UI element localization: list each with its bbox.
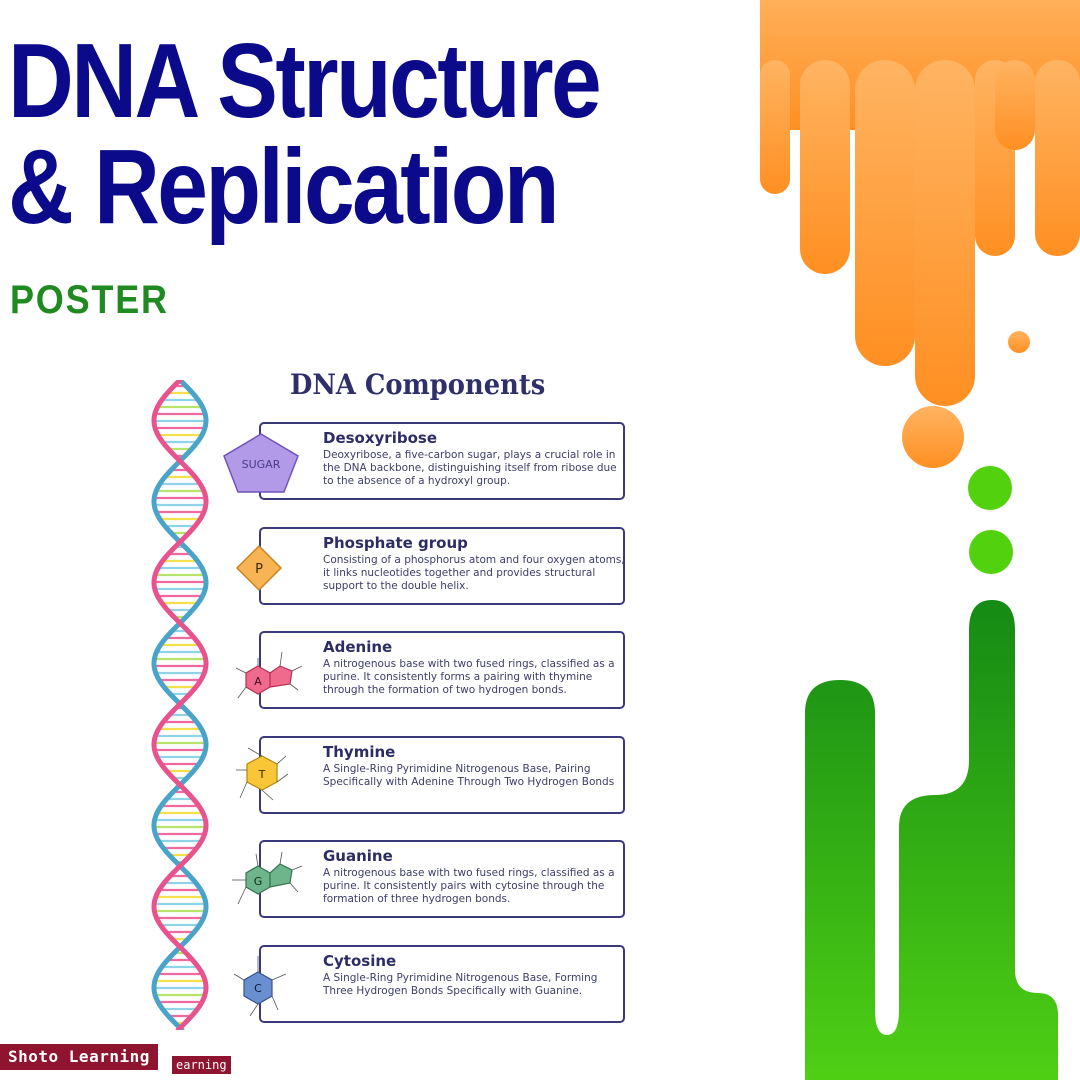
thymine-molecule-icon: T: [236, 747, 289, 801]
cytosine-molecule-icon: C: [233, 956, 287, 1017]
adenine-molecule-icon: A: [235, 651, 303, 699]
sugar-badge-label: SUGAR: [242, 458, 281, 471]
dna-helix-illustration: [151, 380, 209, 1030]
thymine-badge-label: T: [258, 768, 266, 781]
component-name: Phosphate group: [323, 534, 468, 552]
component-card-phosphate: Phosphate group Consisting of a phosphor…: [259, 527, 625, 605]
phosphate-badge-label: P: [255, 562, 263, 577]
helix-backbone-strand: [151, 380, 209, 1030]
component-name: Guanine: [323, 847, 393, 865]
component-card-thymine: Thymine A Single-Ring Pyrimidine Nitroge…: [259, 736, 625, 814]
guanine-molecule-icon: G: [232, 851, 303, 905]
component-card-guanine: Guanine A nitrogenous base with two fuse…: [259, 840, 625, 918]
component-name: Thymine: [323, 743, 396, 761]
component-description: Consisting of a phosphorus atom and four…: [323, 554, 625, 592]
watermark-partial: earning: [172, 1056, 231, 1074]
adenine-badge-label: A: [254, 675, 262, 688]
phosphate-diamond-icon: P: [235, 544, 283, 592]
component-name: Cytosine: [323, 952, 397, 970]
component-description: A nitrogenous base with two fused rings,…: [323, 658, 615, 696]
components-heading: DNA Components: [290, 368, 546, 401]
component-description: A nitrogenous base with two fused rings,…: [323, 867, 615, 905]
component-card-cytosine: Cytosine A Single-Ring Pyrimidine Nitrog…: [259, 945, 625, 1023]
component-description: Deoxyribose, a five-carbon sugar, plays …: [323, 449, 617, 487]
component-description: A Single-Ring Pyrimidine Nitrogenous Bas…: [323, 972, 598, 997]
orange-drip: [760, 0, 1080, 468]
green-drip: [805, 600, 1058, 1080]
poster-subtitle: POSTER: [10, 278, 169, 322]
component-name: Adenine: [323, 638, 393, 656]
watermark-badge: Shoto Learning: [0, 1044, 158, 1070]
poster-title-line2: & Replication: [8, 128, 560, 246]
component-description: A Single-Ring Pyrimidine Nitrogenous Bas…: [323, 763, 615, 788]
component-name: Desoxyribose: [323, 429, 437, 447]
component-card-desoxyribose: Desoxyribose Deoxyribose, a five-carbon …: [259, 422, 625, 500]
poster-title-line1: DNA Structure: [8, 22, 602, 140]
guanine-badge-label: G: [254, 875, 263, 888]
green-dots: [968, 466, 1013, 574]
sugar-pentagon-icon: SUGAR: [223, 433, 299, 493]
cytosine-badge-label: C: [254, 982, 262, 995]
component-card-adenine: Adenine A nitrogenous base with two fuse…: [259, 631, 625, 709]
